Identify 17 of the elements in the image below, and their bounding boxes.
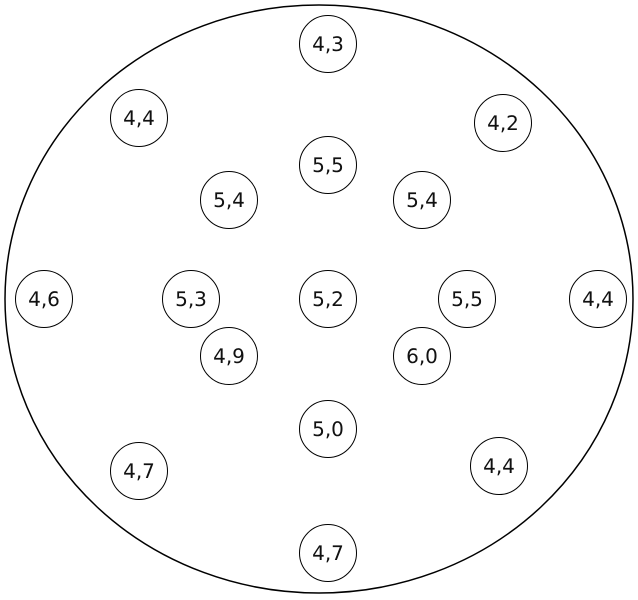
value-label: 5,4 <box>213 190 245 210</box>
value-label: 4,4 <box>582 289 614 309</box>
value-label: 4,3 <box>312 34 344 54</box>
value-label: 4,9 <box>213 346 245 366</box>
value-label: 5,4 <box>406 190 438 210</box>
value-label: 5,5 <box>451 289 483 309</box>
value-label: 4,4 <box>483 456 515 476</box>
value-label: 4,6 <box>28 289 60 309</box>
value-label: 5,5 <box>312 155 344 175</box>
value-label: 5,2 <box>312 289 344 309</box>
value-label: 4,7 <box>312 543 344 563</box>
value-label: 5,0 <box>312 419 344 439</box>
value-label: 4,7 <box>123 461 155 481</box>
value-label: 6,0 <box>406 346 438 366</box>
value-label: 4,4 <box>123 108 155 128</box>
value-label: 5,3 <box>175 289 207 309</box>
value-label: 4,2 <box>487 113 519 133</box>
